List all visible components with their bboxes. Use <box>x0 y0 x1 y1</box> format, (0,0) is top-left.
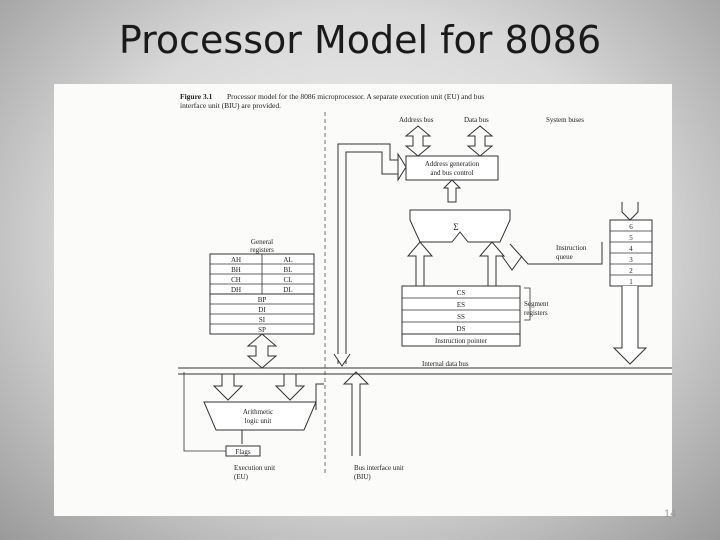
segment-label-line1: Segment <box>524 300 549 308</box>
queue-feed-arrow <box>501 255 523 271</box>
page-number: 14 <box>664 508 677 520</box>
register-di: DI <box>258 306 266 314</box>
register-ch: CH <box>231 276 241 284</box>
general-registers-line2: registers <box>250 246 274 254</box>
queue-label-line1: Instruction <box>556 244 587 252</box>
register-sp: SP <box>258 326 266 334</box>
bus-to-alu-arrow-right <box>274 374 306 401</box>
address-bus-label: Address bus <box>399 116 434 124</box>
queue-label-line2: queue <box>556 253 573 261</box>
loop-arrow-left-inner <box>345 151 398 364</box>
register-cl: CL <box>284 276 293 284</box>
figure-caption-line1: Processor model for the 8086 microproces… <box>227 92 484 101</box>
general-register-block: AH AL BH BL CH CL DH DL <box>209 253 315 295</box>
register-si: SI <box>259 316 266 324</box>
data-bus-arrow <box>466 125 494 157</box>
biu-feed-arrow <box>342 371 370 456</box>
biu-label-line1: Bus interface unit <box>354 464 404 472</box>
queue-cell-3: 3 <box>629 256 633 264</box>
alu-shape <box>203 401 317 431</box>
sum-symbol: Σ <box>453 222 458 232</box>
figure-panel: Figure 3.1 Processor model for the 8086 … <box>54 84 672 516</box>
segment-register-cs: CS <box>457 289 466 297</box>
eu-label-line2: (EU) <box>234 473 249 481</box>
alu-return-line <box>315 383 324 410</box>
figure-caption-line2: interface unit (BIU) are provided. <box>180 101 281 110</box>
queue-cell-2: 2 <box>629 267 633 275</box>
segment-register-ds: DS <box>457 325 466 333</box>
segment-register-ss: SS <box>457 313 465 321</box>
register-ah: AH <box>231 256 241 264</box>
segment-register-es: ES <box>457 301 465 309</box>
data-bus-label: Data bus <box>464 116 489 124</box>
bus-control-line1: Address generation <box>425 160 480 168</box>
register-al: AL <box>283 256 292 264</box>
bus-control-line2: and bus control <box>430 169 473 177</box>
address-bus-arrow <box>404 125 432 157</box>
register-dh: DH <box>231 286 241 294</box>
slide-title: Processor Model for 8086 <box>118 18 602 62</box>
alu-line1: Arithmetic <box>243 408 273 416</box>
flags-label: Flags <box>235 448 250 456</box>
register-bl: BL <box>284 266 293 274</box>
eu-label-line1: Execution unit <box>234 464 275 472</box>
flags-to-bus-line <box>183 372 226 452</box>
register-bh: BH <box>231 266 241 274</box>
queue-cell-5: 5 <box>629 234 633 242</box>
system-bus-to-queue-arrow <box>621 202 639 221</box>
registers-bus-arrow <box>246 333 278 369</box>
pointer-register-block: BP DI SI SP <box>209 293 315 335</box>
queue-to-internal-bus-arrow <box>612 286 648 365</box>
system-buses-label: System buses <box>546 116 584 124</box>
queue-cell-4: 4 <box>629 245 633 253</box>
queue-cell-6: 6 <box>629 223 633 231</box>
adder-to-queue-line <box>509 242 603 265</box>
processor-model-diagram: Figure 3.1 Processor model for the 8086 … <box>178 92 672 481</box>
queue-cell-1: 1 <box>629 278 633 286</box>
alu-line2: logic unit <box>245 417 272 425</box>
internal-data-bus-label: Internal data bus <box>422 360 469 368</box>
instruction-queue: 6 5 4 3 2 1 <box>609 219 653 287</box>
general-registers-line1: General <box>251 238 273 246</box>
loop-arrow-head-right <box>397 152 407 182</box>
instruction-pointer-label: Instruction pointer <box>435 337 488 345</box>
loop-arrow-left-outer <box>337 143 398 364</box>
bus-to-adder-arrow <box>442 179 462 203</box>
figure-caption-label: Figure 3.1 <box>180 92 213 101</box>
register-dl: DL <box>283 286 292 294</box>
loop-arrow-head-down <box>333 353 351 367</box>
segment-bracket <box>524 287 531 321</box>
biu-label-line2: (BIU) <box>354 473 371 481</box>
instruction-pointer-box <box>401 333 521 347</box>
segment-label-line2: registers <box>524 309 548 317</box>
register-bp: BP <box>258 296 267 304</box>
bus-to-alu-arrow-left <box>212 374 244 401</box>
address-adder <box>409 209 511 243</box>
